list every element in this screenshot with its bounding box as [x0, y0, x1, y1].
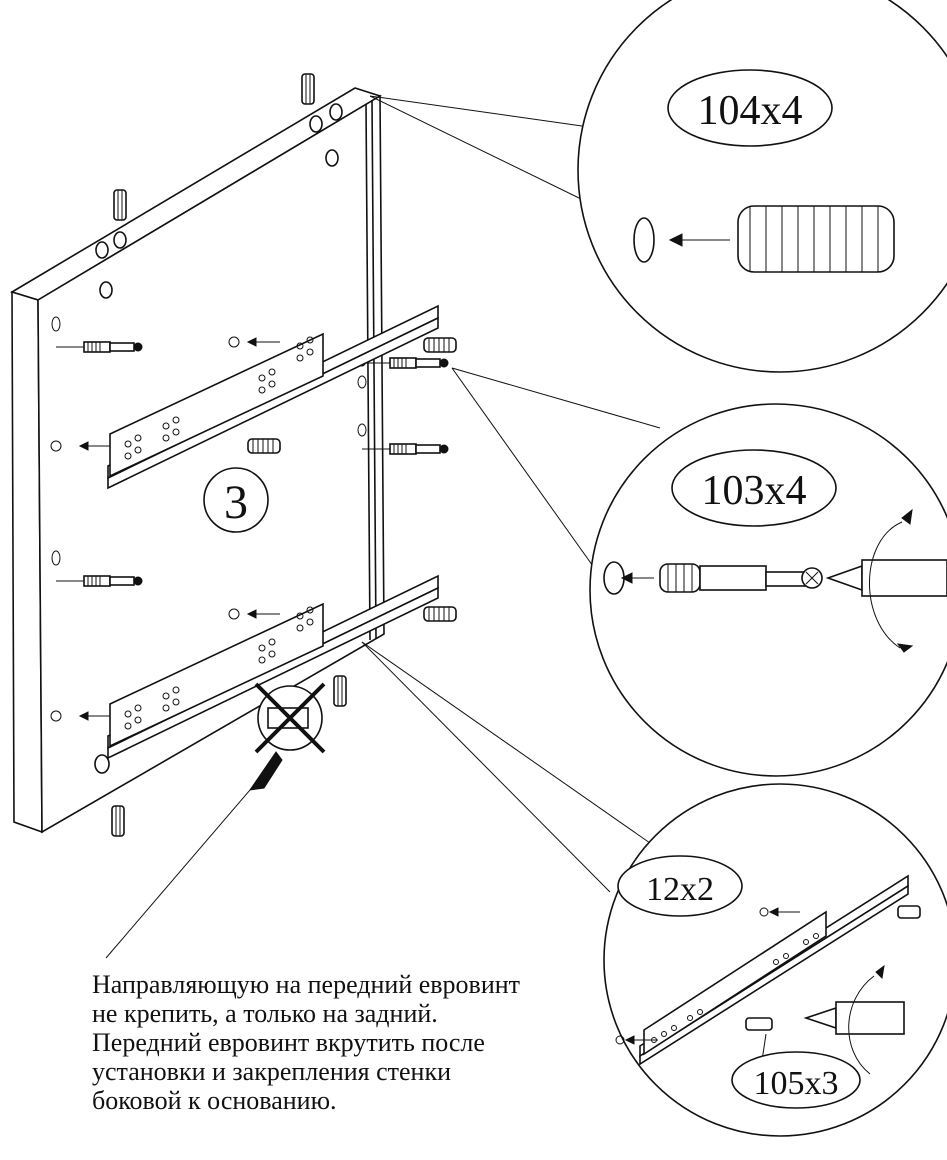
top-dowels	[94, 73, 347, 837]
assembly-note: Направляющую на передний евровинт не кре…	[92, 970, 612, 1115]
callout-dowel: 104x4	[577, 0, 947, 373]
note-line: боковой к основанию.	[92, 1086, 337, 1115]
rail-qty-label: 12x2	[646, 871, 714, 908]
callout-leaders	[361, 95, 661, 893]
rail-upper	[107, 305, 439, 489]
callout-eurobolt: 103x4	[589, 403, 947, 777]
eurobolt-qty-label: 103x4	[702, 468, 807, 514]
forbidden-bolt	[105, 682, 326, 959]
side-panel	[10, 87, 385, 834]
rail-lower	[107, 575, 439, 759]
screw-qty-label: 105x3	[754, 1065, 839, 1102]
dowel-qty-label: 104x4	[698, 88, 803, 134]
note-line: Направляющую на передний евровинт	[92, 970, 521, 999]
insertion-arrows	[78, 337, 280, 721]
step-badge: 3	[203, 467, 269, 533]
step-number: 3	[224, 476, 248, 529]
note-line: не крепить, а только на задний.	[92, 999, 438, 1028]
note-line: Передний евровинт вкрутить после	[92, 1028, 485, 1057]
note-line: установки и закрепления стенки	[92, 1057, 452, 1086]
callout-rail: 12x2 105x3	[603, 783, 947, 1137]
